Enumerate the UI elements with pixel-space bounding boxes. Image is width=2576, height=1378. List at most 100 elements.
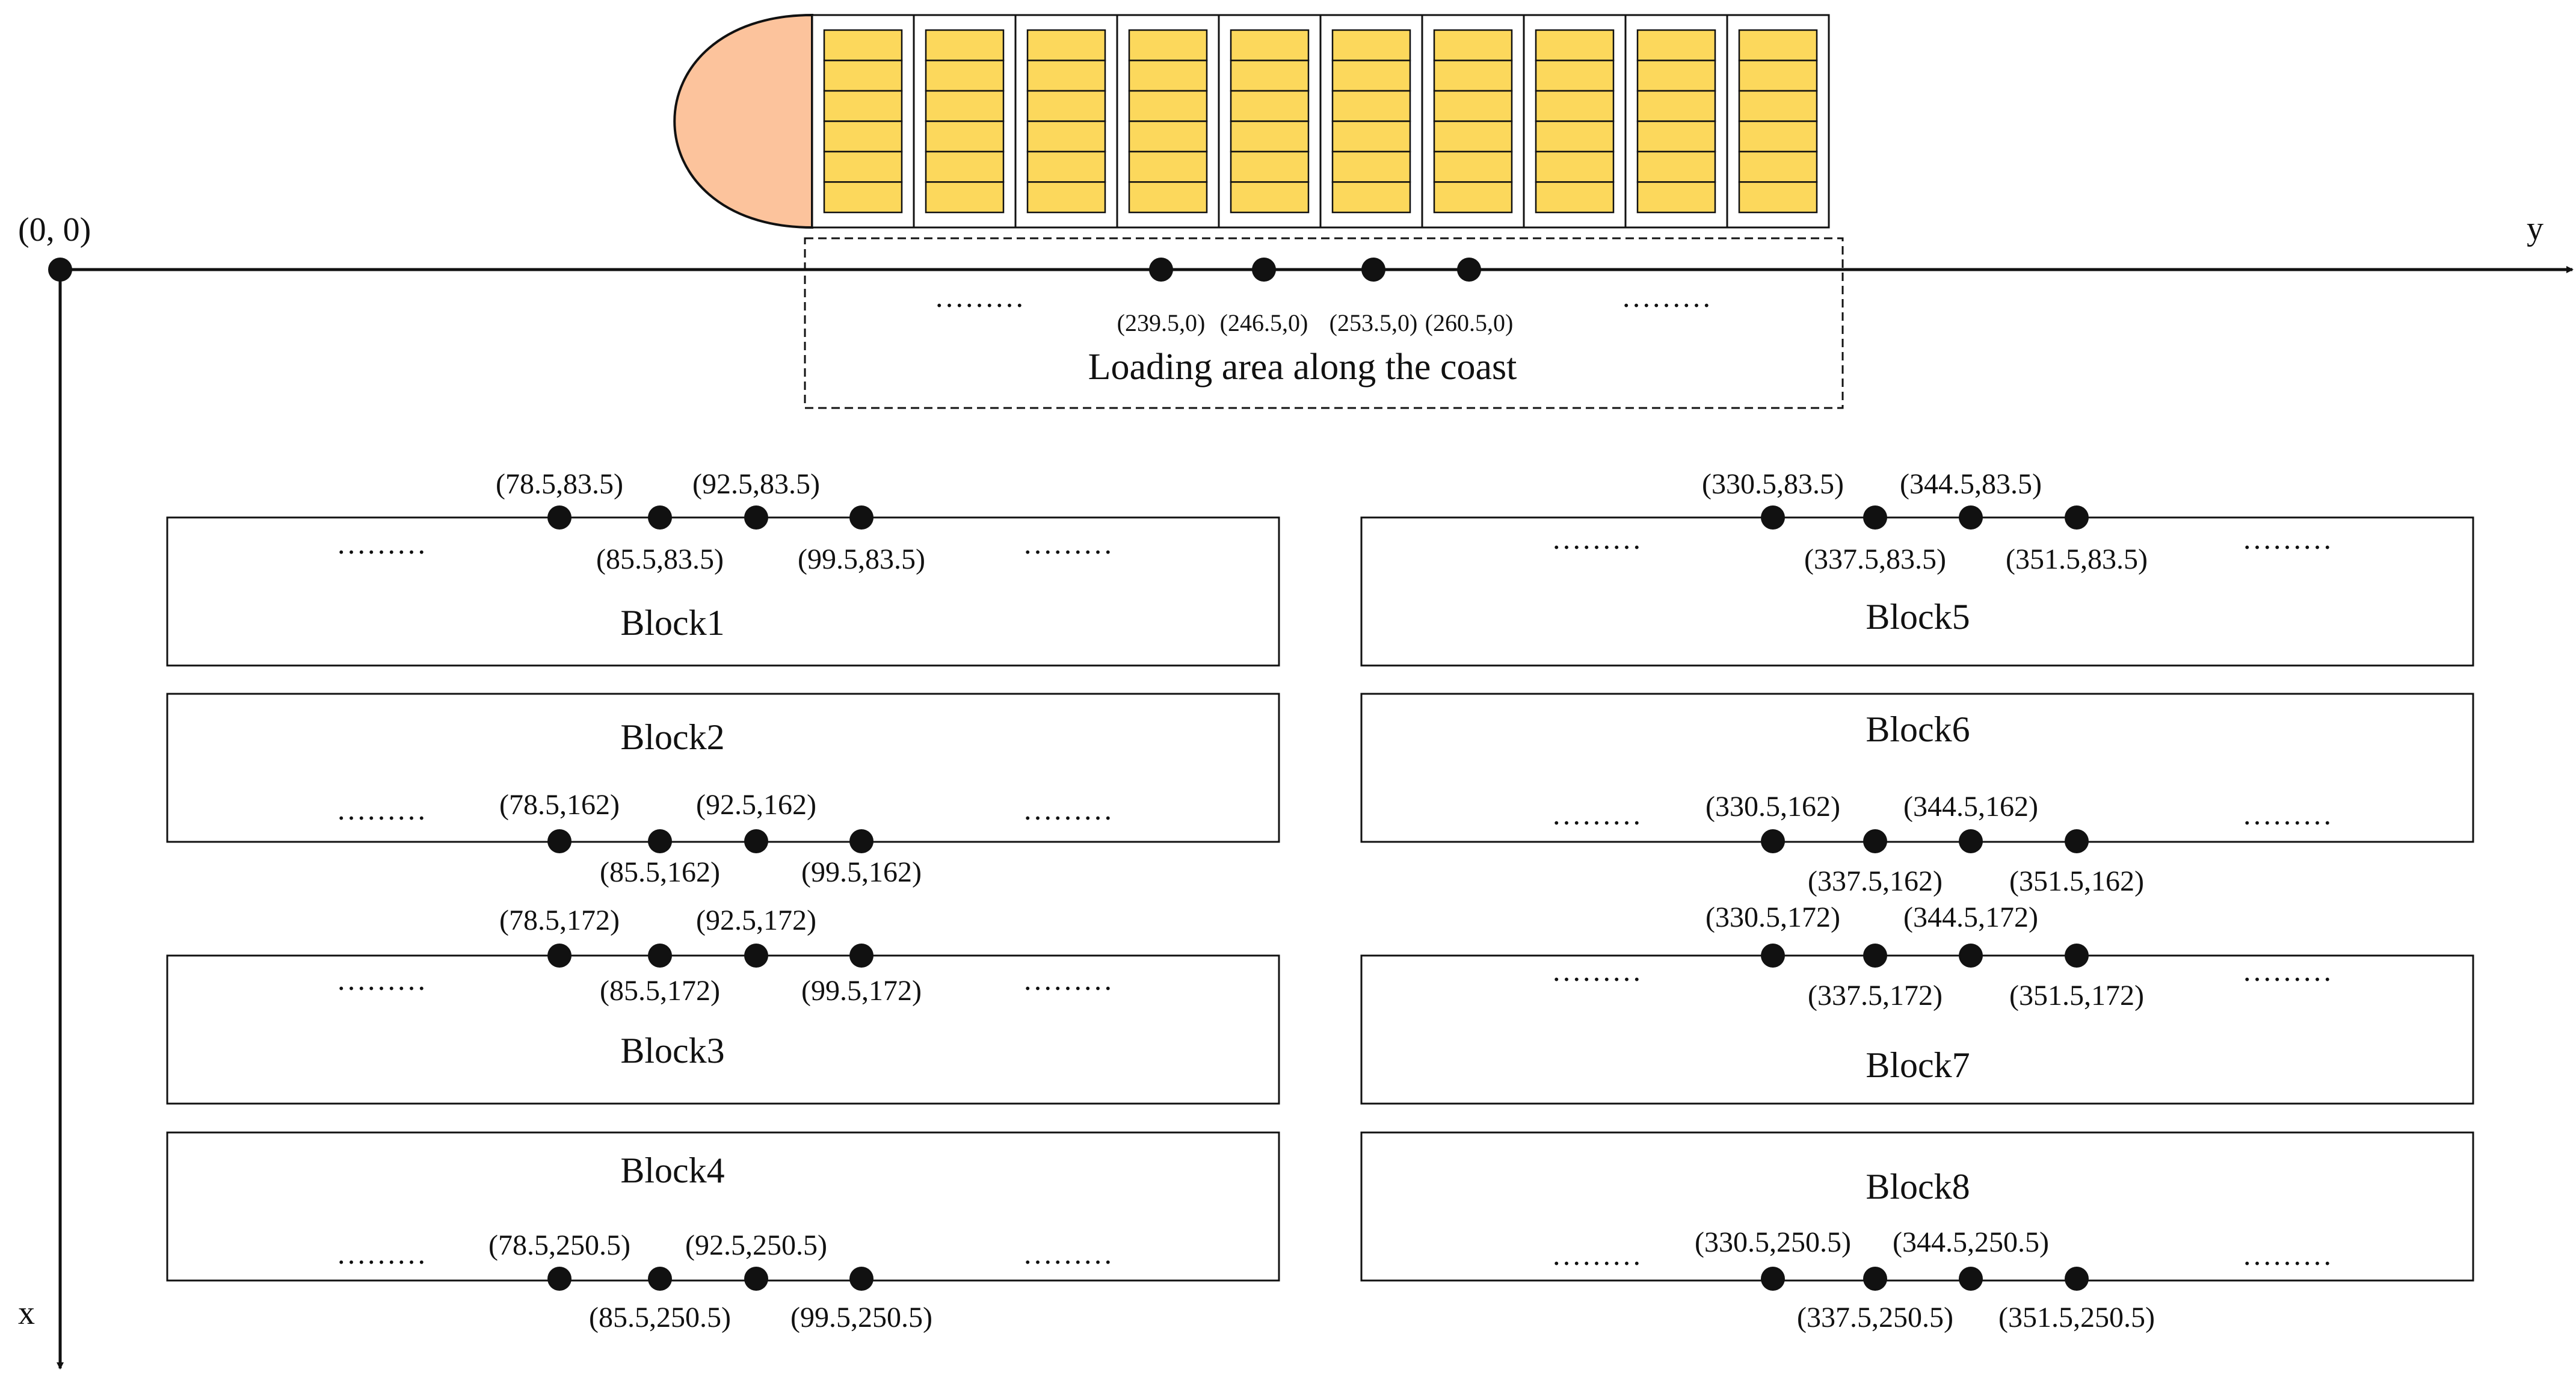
container	[823, 181, 903, 214]
block-point	[849, 829, 874, 853]
container	[1636, 90, 1716, 122]
block-outline	[166, 693, 1280, 843]
block-point-label: (330.5,83.5)	[1702, 468, 1844, 500]
loading-points: (239.5,0)(246.5,0)(253.5,0)(260.5,0)	[1117, 258, 1513, 336]
block-outline	[166, 516, 1280, 667]
loading-point-label: (253.5,0)	[1330, 309, 1418, 336]
block-point	[1863, 1267, 1887, 1291]
ship-bay	[1116, 14, 1220, 229]
container	[1636, 29, 1716, 61]
block-point-label: (351.5,250.5)	[1998, 1302, 2155, 1333]
container	[1331, 60, 1411, 92]
block-point	[648, 1267, 672, 1291]
block-point	[849, 944, 874, 968]
block-name: Block8	[1866, 1167, 1970, 1207]
block-point-label: (344.5,250.5)	[1893, 1226, 2049, 1258]
block-point	[1761, 944, 1785, 968]
ship-bay	[1624, 14, 1728, 229]
container	[1230, 29, 1310, 61]
block-ellipsis: ………	[2242, 1238, 2332, 1271]
container	[1026, 150, 1106, 183]
block-ellipsis: ………	[1551, 797, 1642, 831]
block-point	[744, 1267, 768, 1291]
block-point-label: (99.5,83.5)	[798, 543, 925, 575]
block-point	[1863, 829, 1887, 853]
origin-point	[48, 258, 72, 282]
block-point	[849, 505, 874, 530]
yard-block: Block5………………(330.5,83.5)(344.5,83.5)(337…	[1360, 468, 2474, 667]
origin-label: (0, 0)	[18, 211, 91, 249]
loading-area: ……… ……… (239.5,0)(246.5,0)(253.5,0)(260.…	[804, 237, 1844, 409]
container	[1433, 150, 1513, 183]
container	[1026, 60, 1106, 92]
loading-area-ellipsis-left: ………	[934, 280, 1025, 314]
ship-bay	[1421, 14, 1525, 229]
container	[1128, 181, 1208, 214]
block-ellipsis: ………	[2242, 522, 2332, 555]
block-outline	[1360, 693, 2474, 843]
container	[1738, 181, 1818, 214]
block-outline	[166, 1131, 1280, 1282]
block-point	[744, 944, 768, 968]
block-point-label: (85.5,250.5)	[589, 1302, 731, 1333]
ship-cargo-hold	[811, 14, 1830, 229]
yard-block: Block2………………(78.5,162)(92.5,162)(85.5,16…	[166, 693, 1280, 888]
yard-block: Block6………………(330.5,162)(344.5,162)(337.5…	[1360, 693, 2474, 897]
container	[1535, 150, 1615, 183]
container	[1331, 120, 1411, 153]
container	[925, 120, 1005, 153]
container	[1331, 90, 1411, 122]
container	[1535, 29, 1615, 61]
block-point-label: (330.5,250.5)	[1695, 1226, 1851, 1258]
container	[1026, 29, 1106, 61]
block-point	[648, 829, 672, 853]
block-name: Block7	[1866, 1045, 1970, 1085]
container	[1433, 120, 1513, 153]
container	[1433, 60, 1513, 92]
block-ellipsis: ………	[1551, 522, 1642, 555]
block-point	[648, 505, 672, 530]
block-point-label: (92.5,250.5)	[685, 1229, 827, 1261]
block-ellipsis: ………	[336, 793, 427, 826]
container	[1128, 90, 1208, 122]
block-point-label: (85.5,83.5)	[596, 543, 724, 575]
block-outline	[166, 954, 1280, 1105]
block-point	[2065, 944, 2089, 968]
block-outline	[1360, 516, 2474, 667]
block-name: Block3	[620, 1031, 724, 1071]
container	[1230, 90, 1310, 122]
block-point-label: (337.5,172)	[1808, 980, 1943, 1012]
container	[1331, 150, 1411, 183]
container	[925, 29, 1005, 61]
block-point-label: (92.5,162)	[696, 789, 816, 821]
block-ellipsis: ………	[2242, 797, 2332, 831]
container	[1636, 120, 1716, 153]
ship-bow	[673, 13, 813, 229]
ship-bay	[1319, 14, 1423, 229]
loading-point	[1457, 258, 1481, 282]
ship	[673, 13, 1830, 229]
block-point	[1863, 944, 1887, 968]
container	[925, 150, 1005, 183]
container	[823, 60, 903, 92]
block-point-label: (78.5,250.5)	[488, 1229, 630, 1261]
block-point	[1959, 505, 1983, 530]
container	[1128, 150, 1208, 183]
block-point	[547, 829, 572, 853]
block-point-label: (330.5,162)	[1706, 791, 1840, 823]
block-point-label: (78.5,83.5)	[496, 468, 623, 500]
block-point	[1761, 829, 1785, 853]
block-point	[1959, 1267, 1983, 1291]
container	[925, 181, 1005, 214]
block-point-label: (99.5,162)	[801, 856, 922, 888]
container	[1738, 150, 1818, 183]
block-point-label: (351.5,162)	[2009, 865, 2144, 897]
loading-point-label: (246.5,0)	[1220, 309, 1308, 336]
container	[1535, 181, 1615, 214]
block-point	[2065, 829, 2089, 853]
block-outline	[1360, 954, 2474, 1105]
loading-point	[1252, 258, 1276, 282]
container	[1738, 29, 1818, 61]
container	[1636, 150, 1716, 183]
